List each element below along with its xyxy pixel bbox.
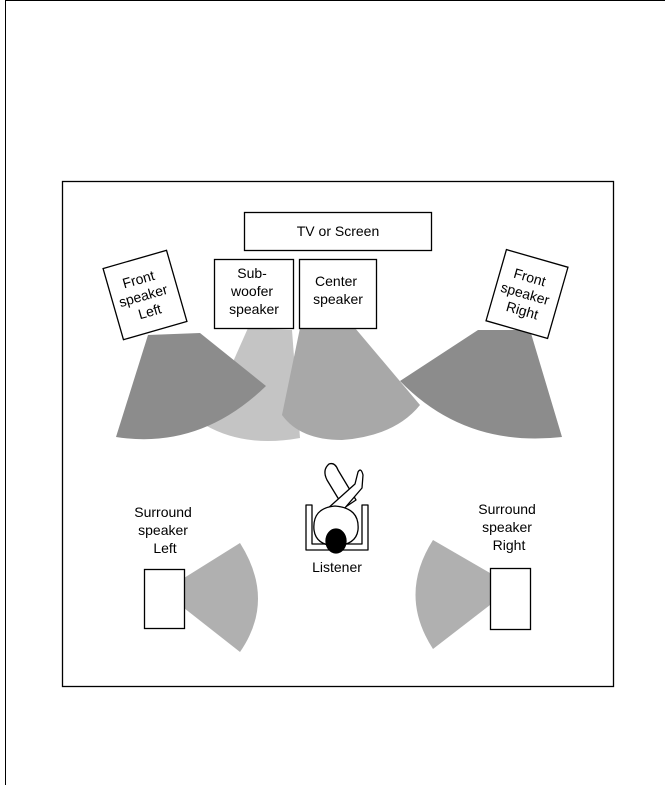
subwoofer-speaker: Sub- woofer speaker [213, 258, 295, 330]
center-speaker: Center speaker [298, 258, 378, 330]
front-left-box [102, 249, 188, 341]
subwoofer-label-line-1: Sub- [237, 265, 267, 281]
surround-left-label-line-1: Surround [134, 504, 192, 520]
surround-left-box [143, 568, 186, 630]
subwoofer-label: Sub- woofer speaker [229, 265, 279, 317]
surround-left-label-line-2: speaker [138, 522, 188, 538]
listener-label: Listener [312, 559, 362, 575]
front-right-sound-cone [400, 330, 562, 439]
center-sound-cone [282, 328, 420, 440]
chair-icon [305, 504, 369, 551]
listener-body [313, 505, 359, 547]
surround-left-label: Surround speaker Left [134, 504, 195, 556]
center-label-line-1: Center [315, 273, 357, 289]
listener-figure: Listener [305, 462, 369, 575]
front-left-sound-cone [116, 333, 266, 440]
right-leg [325, 469, 364, 517]
listener-head-icon [325, 528, 347, 554]
front-right-box [485, 248, 569, 340]
front-left-label-line-3: Left [136, 300, 163, 322]
surround-left-speaker: Surround speaker Left [134, 504, 195, 630]
surround-right-sound-cone [415, 540, 490, 649]
center-label: Center speaker [313, 273, 363, 307]
center-box [298, 258, 378, 330]
subwoofer-label-line-2: woofer [230, 283, 273, 299]
tv-box [243, 211, 433, 252]
surround-right-label-line-1: Surround [478, 501, 536, 517]
surround-right-speaker: Surround speaker Right [478, 501, 539, 631]
surround-right-label: Surround speaker Right [478, 501, 539, 553]
tv-screen: TV or Screen [243, 211, 433, 252]
center-label-line-2: speaker [313, 291, 363, 307]
surround-right-label-line-2: speaker [482, 519, 532, 535]
front-left-speaker: Front speaker Left [102, 249, 188, 341]
surround-left-label-line-3: Left [153, 540, 176, 556]
surround-left-sound-cone [184, 543, 258, 652]
sound-cones [116, 328, 562, 652]
tv-label: TV or Screen [297, 223, 379, 239]
subwoofer-label-line-3: speaker [229, 301, 279, 317]
surround-right-box [489, 567, 532, 631]
front-right-speaker: Front speaker Right [485, 248, 569, 340]
room-outline [61, 180, 615, 688]
subwoofer-box [213, 258, 295, 330]
surround-right-label-line-3: Right [493, 537, 526, 553]
